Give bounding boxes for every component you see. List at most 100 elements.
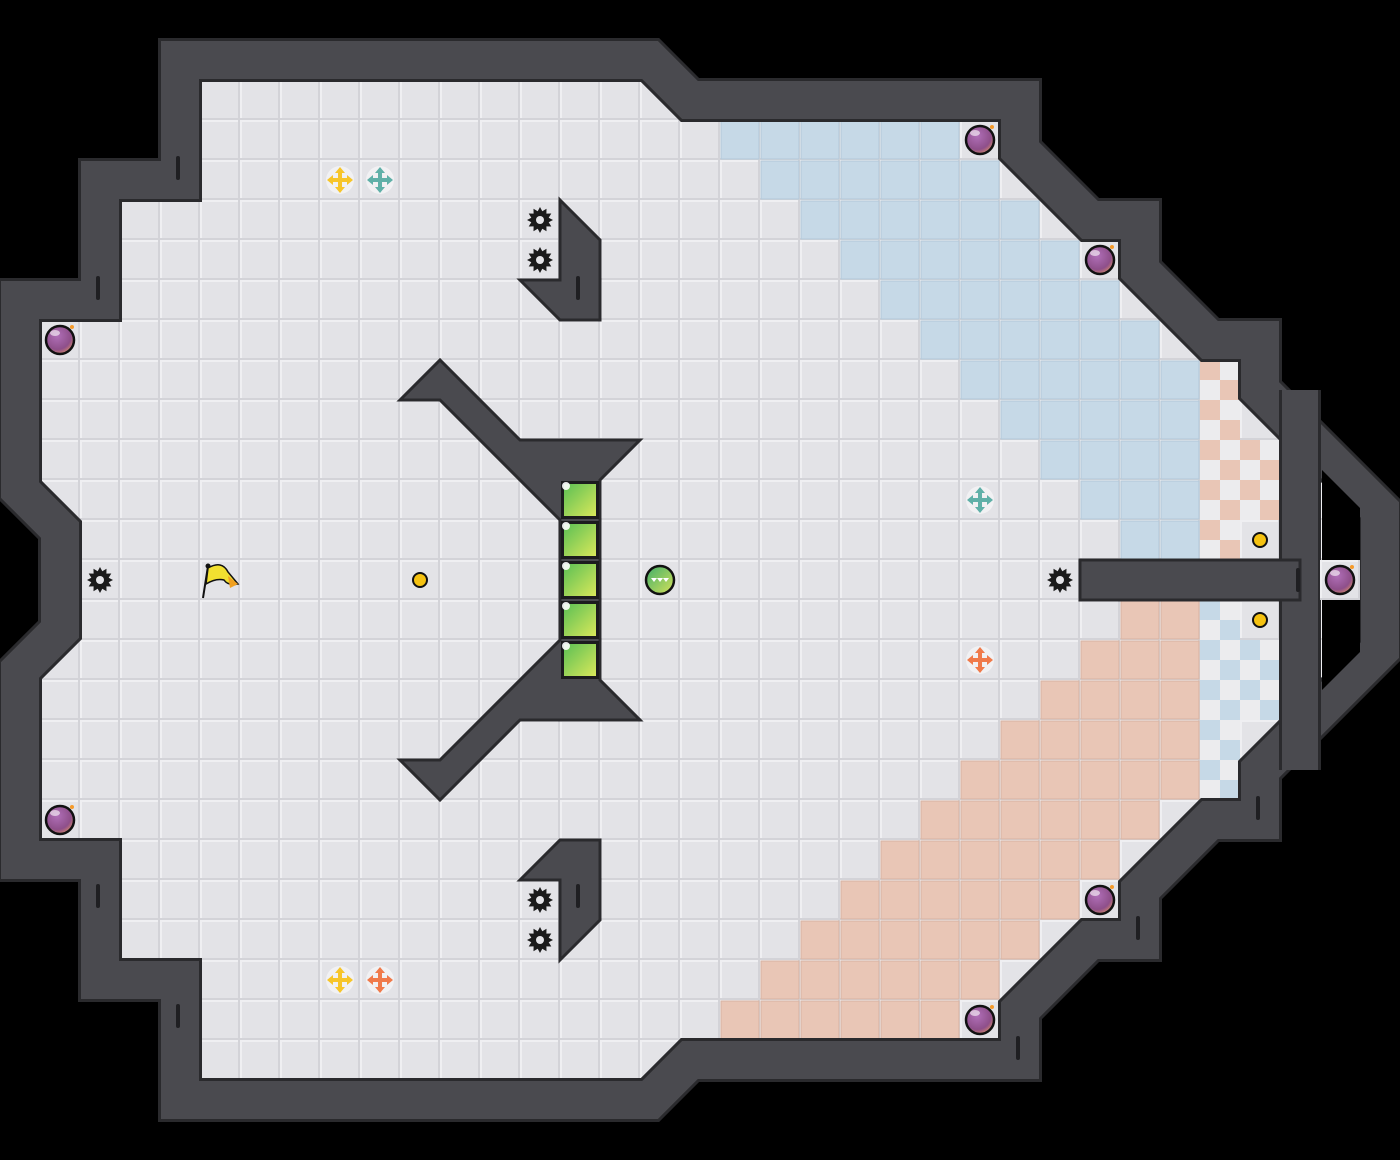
blue-zone-tile xyxy=(920,320,960,360)
wall-marker xyxy=(576,276,580,300)
red-zone-tile xyxy=(880,840,920,880)
bomb-icon xyxy=(44,804,76,836)
red-zone-tile xyxy=(1120,680,1160,720)
blue-zone-tile xyxy=(920,120,960,160)
red-zone-tile xyxy=(920,800,960,840)
blue-zone-tile xyxy=(1000,320,1040,360)
red-zone-tile xyxy=(1040,840,1080,880)
blue-zone-tile xyxy=(840,120,880,160)
green-gate-tile xyxy=(561,641,599,679)
red-zone-tile xyxy=(1000,840,1040,880)
blue-zone-tile xyxy=(1080,320,1120,360)
blue-zone-tile xyxy=(1040,360,1080,400)
gear-icon xyxy=(527,247,553,273)
red-zone-tile xyxy=(1040,800,1080,840)
blue-zone-tile xyxy=(800,160,840,200)
gear-icon xyxy=(527,927,553,953)
red-zone-tile xyxy=(880,960,920,1000)
red-zone-tile xyxy=(1080,640,1120,680)
red-zone-tile xyxy=(1040,880,1080,920)
wall-marker xyxy=(576,884,580,908)
blue-zone-tile xyxy=(960,240,1000,280)
pellet-icon xyxy=(412,572,428,588)
red-zone-tile xyxy=(920,840,960,880)
blue-zone-tile xyxy=(1120,520,1160,560)
red-zone-tile xyxy=(1080,840,1120,880)
blue-zone-tile xyxy=(960,360,1000,400)
blue-zone-tile xyxy=(840,200,880,240)
gear-icon xyxy=(87,567,113,593)
walls xyxy=(0,38,1400,1122)
blue-zone-tile xyxy=(840,240,880,280)
blue-zone-tile xyxy=(1160,440,1200,480)
pellet-icon xyxy=(1252,532,1268,548)
pellet-icon xyxy=(1252,612,1268,628)
blue-zone-tile xyxy=(1160,480,1200,520)
red-zone-tile xyxy=(960,960,1000,1000)
floor-area xyxy=(20,60,1380,1100)
red-zone-tile xyxy=(1160,680,1200,720)
gear-icon xyxy=(527,887,553,913)
bomb-icon xyxy=(964,1004,996,1036)
red-zone-tile xyxy=(840,960,880,1000)
blue-zone-tile xyxy=(960,280,1000,320)
red-zone-tile xyxy=(840,920,880,960)
blue-zone-tile xyxy=(1120,440,1160,480)
wall-marker xyxy=(1016,1036,1020,1060)
blue-zone-tile xyxy=(1000,360,1040,400)
boost-arrows-icon xyxy=(326,166,354,194)
boost-arrows-icon xyxy=(966,646,994,674)
blue-zone-tile xyxy=(920,160,960,200)
green-gate-tile xyxy=(561,521,599,559)
red-zone-tile xyxy=(1160,640,1200,680)
green-gate-tile xyxy=(561,481,599,519)
blue-zone-tile xyxy=(840,160,880,200)
red-zone-tile xyxy=(1120,600,1160,640)
blue-zone-tile xyxy=(1120,360,1160,400)
blue-checker-zone xyxy=(1200,600,1240,800)
red-zone-tile xyxy=(920,920,960,960)
blue-zone-tile xyxy=(1080,400,1120,440)
boost-arrows-icon xyxy=(366,166,394,194)
blue-zone-tile xyxy=(920,280,960,320)
blue-zone-tile xyxy=(1040,320,1080,360)
red-zone-tile xyxy=(920,1000,960,1040)
blue-zone-tile xyxy=(1160,400,1200,440)
blue-zone-tile xyxy=(1120,400,1160,440)
blue-zone-tile xyxy=(760,120,800,160)
red-zone-tile xyxy=(800,1000,840,1040)
blue-zone-tile xyxy=(1120,480,1160,520)
red-checker-zone xyxy=(1200,360,1240,560)
blue-zone-tile xyxy=(1160,520,1200,560)
blue-zone-tile xyxy=(800,200,840,240)
blue-zone-tile xyxy=(800,120,840,160)
red-zone-tile xyxy=(760,1000,800,1040)
floor xyxy=(20,60,1380,1100)
blue-zone-tile xyxy=(1080,280,1120,320)
wall-marker xyxy=(1136,916,1140,940)
red-zone-tile xyxy=(1080,720,1120,760)
gear-icon xyxy=(527,207,553,233)
blue-zone-tile xyxy=(760,160,800,200)
red-zone-tile xyxy=(1120,800,1160,840)
green-gate-tile xyxy=(561,561,599,599)
red-zone-tile xyxy=(1160,720,1200,760)
red-checker-zone xyxy=(1240,440,1280,520)
bomb-icon xyxy=(1084,884,1116,916)
red-zone-tile xyxy=(720,1000,760,1040)
flag-icon xyxy=(202,563,240,599)
green-gate-tile xyxy=(561,601,599,639)
blue-zone-tile xyxy=(920,240,960,280)
blue-zone-tile xyxy=(1000,400,1040,440)
blue-zone-tile xyxy=(960,200,1000,240)
red-zone-tile xyxy=(800,960,840,1000)
red-zone-tile xyxy=(760,960,800,1000)
bomb-icon xyxy=(964,124,996,156)
blue-zone-tile xyxy=(720,120,760,160)
red-zone-tile xyxy=(1000,760,1040,800)
blue-zone-tile xyxy=(1160,360,1200,400)
blue-zone-tile xyxy=(1080,360,1120,400)
blue-zone-tile xyxy=(1000,240,1040,280)
blue-zone-tile xyxy=(1040,400,1080,440)
wall-marker xyxy=(176,1004,180,1028)
